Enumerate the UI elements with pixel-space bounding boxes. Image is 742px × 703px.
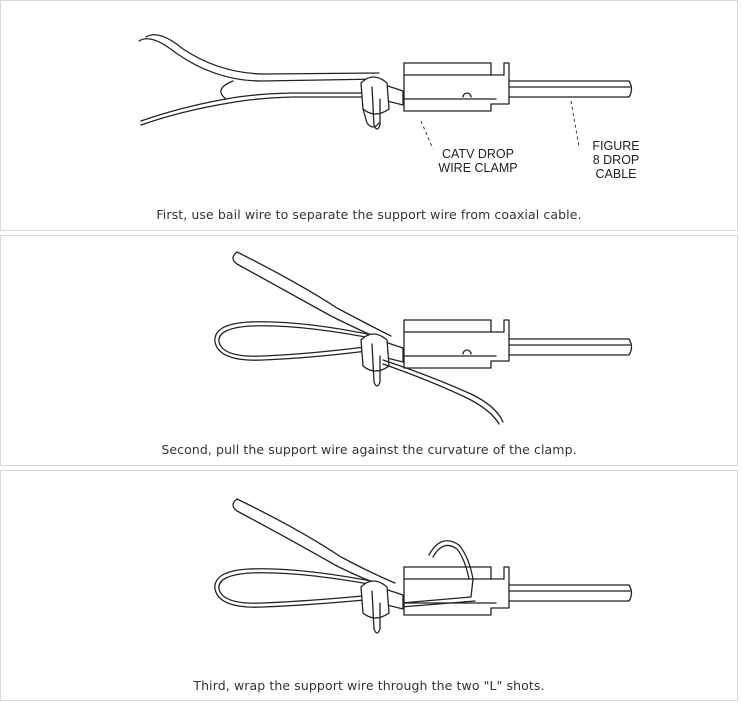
step-1-caption: First, use bail wire to separate the sup…	[156, 207, 582, 222]
step-3-diagram	[214, 498, 633, 634]
step-2-panel: Second, pull the support wire against th…	[0, 235, 738, 466]
step-2-caption: Second, pull the support wire against th…	[161, 442, 577, 457]
step-1-diagram	[138, 34, 633, 150]
step-1-panel: CATV DROP WIRE CLAMP FIGURE 8 DROP CABLE…	[0, 0, 738, 231]
step-2-diagram	[214, 251, 633, 425]
cable-callout: FIGURE 8 DROP CABLE	[592, 139, 640, 181]
step-3-caption: Third, wrap the support wire through the…	[193, 678, 545, 693]
step-3-panel: Third, wrap the support wire through the…	[0, 470, 738, 701]
clamp-callout: CATV DROP WIRE CLAMP	[438, 147, 518, 175]
